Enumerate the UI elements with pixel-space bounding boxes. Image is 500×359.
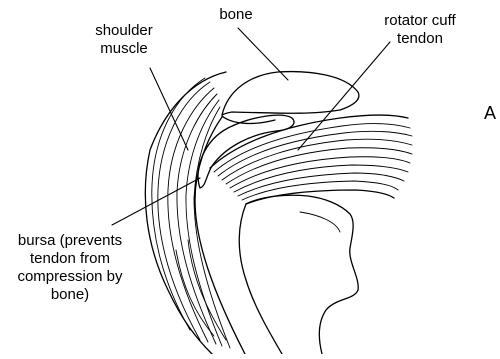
label-rotator-cuff-tendon: rotator cuff tendon: [370, 12, 470, 48]
label-bursa-line3: compression by: [4, 268, 136, 286]
label-shoulder-muscle: shoulder muscle: [74, 22, 174, 58]
humerus-inner-line: [239, 204, 282, 354]
leader-bone: [238, 28, 288, 80]
label-rotator-cuff-line2: tendon: [370, 30, 470, 48]
edge-letter: A: [484, 104, 500, 122]
edge-letter-text: A: [484, 104, 500, 122]
label-shoulder-muscle-line2: muscle: [74, 40, 174, 58]
label-bone-text: bone: [206, 6, 266, 24]
muscle-fibers: [152, 78, 230, 348]
label-bursa-line1: bursa (prevents: [4, 232, 136, 250]
label-rotator-cuff-line1: rotator cuff: [370, 12, 470, 30]
muscle-inner-contour: [195, 117, 245, 354]
bone-outline: [222, 72, 359, 115]
tendon-fibers: [210, 115, 412, 204]
label-bursa-line2: tendon from: [4, 250, 136, 268]
humerus-neck-line: [300, 212, 340, 232]
humerus-outline: [246, 195, 358, 354]
leader-rotator-cuff: [298, 42, 390, 150]
label-bursa-line4: bone): [4, 286, 136, 304]
label-bone: bone: [206, 6, 266, 24]
label-shoulder-muscle-line1: shoulder: [74, 22, 174, 40]
label-bursa: bursa (prevents tendon from compression …: [4, 232, 136, 304]
